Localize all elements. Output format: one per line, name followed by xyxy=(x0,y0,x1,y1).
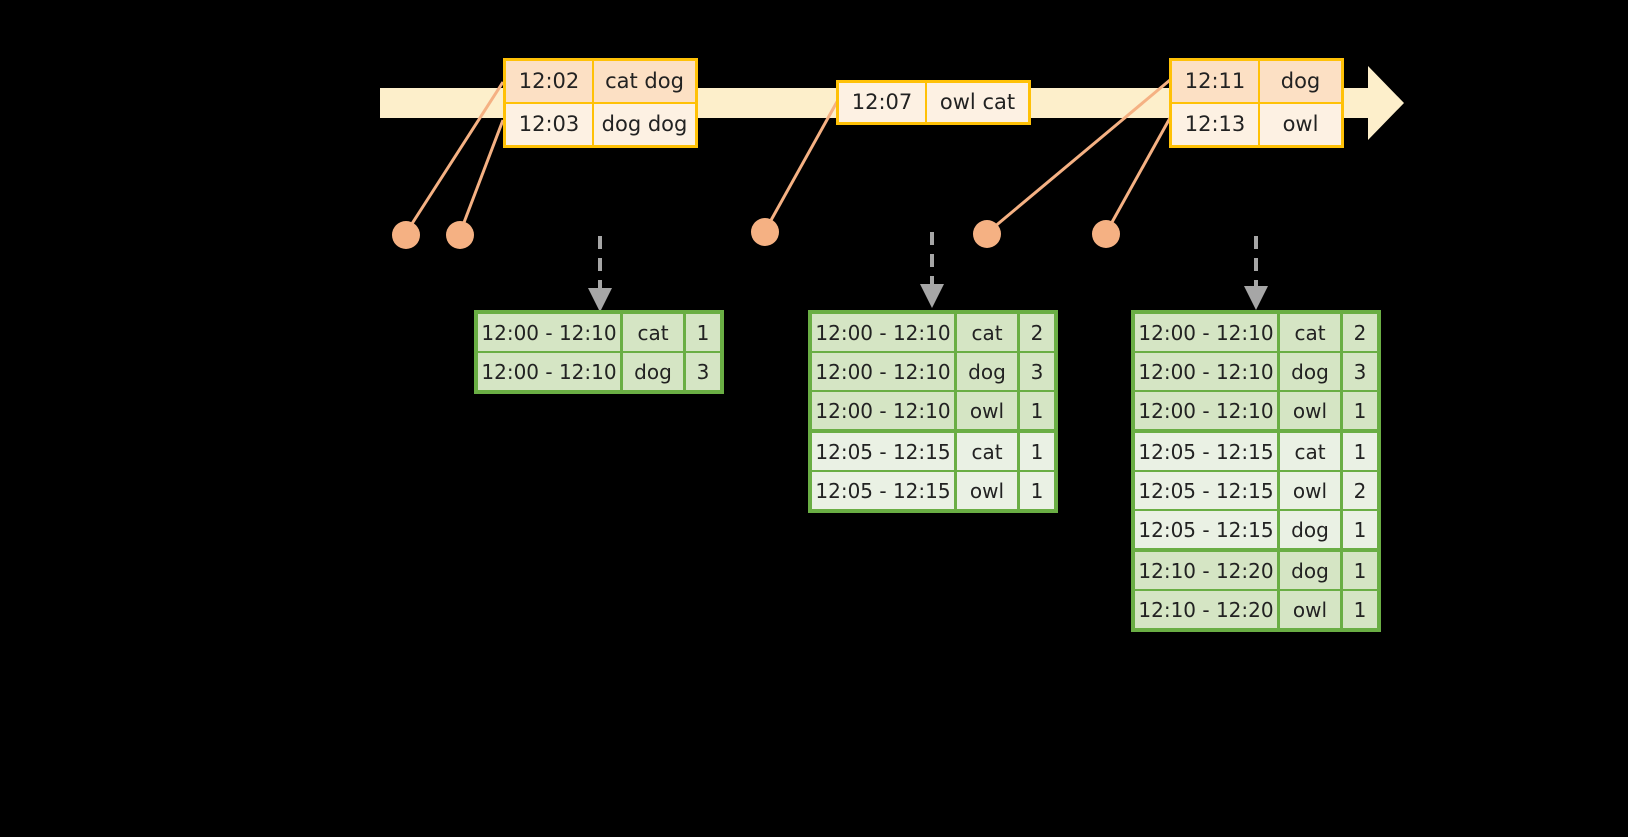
cell-count: 1 xyxy=(1343,591,1377,628)
connector-line-1 xyxy=(404,81,505,234)
connector-line-5 xyxy=(1104,117,1172,234)
cell-count: 2 xyxy=(1343,472,1377,509)
cell-count: 1 xyxy=(1343,433,1377,470)
cell-window: 12:05 - 12:15 xyxy=(1135,472,1280,509)
event-dot-3 xyxy=(751,218,779,246)
cell-key: cat xyxy=(1280,314,1343,351)
cell-key: cat xyxy=(1280,433,1343,470)
event-time: 12:02 xyxy=(506,61,594,102)
timeline-arrowhead xyxy=(1368,66,1404,140)
cell-count: 1 xyxy=(1020,392,1054,429)
cell-key: cat xyxy=(623,314,686,351)
event-time: 12:11 xyxy=(1172,61,1260,102)
event-time: 12:03 xyxy=(506,104,594,145)
event-words: cat dog xyxy=(594,61,695,102)
cell-key: owl xyxy=(957,392,1020,429)
cell-key: dog xyxy=(1280,353,1343,390)
cell-key: dog xyxy=(623,353,686,390)
cell-count: 1 xyxy=(1343,552,1377,589)
event-row[interactable]: 12:03 dog dog xyxy=(506,102,695,145)
cell-key: owl xyxy=(1280,392,1343,429)
cell-key: owl xyxy=(1280,591,1343,628)
event-dot-4 xyxy=(973,220,1001,248)
emit-arrow-head-2 xyxy=(920,284,944,308)
cell-count: 1 xyxy=(686,314,720,351)
event-words: dog xyxy=(1260,61,1341,102)
cell-key: owl xyxy=(957,472,1020,509)
event-row[interactable]: 12:11 dog xyxy=(1172,61,1341,102)
cell-count: 2 xyxy=(1343,314,1377,351)
event-group-1[interactable]: 12:02 cat dog 12:03 dog dog xyxy=(503,58,698,148)
cell-window: 12:10 - 12:20 xyxy=(1135,591,1280,628)
cell-count: 1 xyxy=(1343,511,1377,548)
cell-window: 12:00 - 12:10 xyxy=(478,353,623,390)
event-dot-2 xyxy=(446,221,474,249)
emit-arrow-head-1 xyxy=(588,288,612,312)
event-group-2[interactable]: 12:07 owl cat xyxy=(836,80,1031,125)
cell-key: dog xyxy=(1280,552,1343,589)
event-dot-5 xyxy=(1092,220,1120,248)
cell-count: 1 xyxy=(1343,392,1377,429)
emit-arrows xyxy=(598,232,1258,290)
event-words: owl xyxy=(1260,104,1341,145)
cell-window: 12:05 - 12:15 xyxy=(812,433,957,470)
cell-key: dog xyxy=(1280,511,1343,548)
cell-key: owl xyxy=(1280,472,1343,509)
cell-window: 12:05 - 12:15 xyxy=(812,472,957,509)
cell-count: 3 xyxy=(686,353,720,390)
cell-count: 1 xyxy=(1020,472,1054,509)
event-time: 12:13 xyxy=(1172,104,1260,145)
cell-window: 12:05 - 12:15 xyxy=(1135,433,1280,470)
cell-window: 12:00 - 12:10 xyxy=(1135,392,1280,429)
event-row[interactable]: 12:07 owl cat xyxy=(839,83,1028,122)
event-row[interactable]: 12:02 cat dog xyxy=(506,61,695,102)
cell-key: dog xyxy=(957,353,1020,390)
cell-count: 1 xyxy=(1020,433,1054,470)
cell-count: 3 xyxy=(1343,353,1377,390)
event-words: dog dog xyxy=(594,104,695,145)
cell-window: 12:00 - 12:10 xyxy=(1135,314,1280,351)
cell-count: 3 xyxy=(1020,353,1054,390)
cell-key: cat xyxy=(957,433,1020,470)
cell-window: 12:10 - 12:20 xyxy=(1135,552,1280,589)
event-dot-1 xyxy=(392,221,420,249)
event-time: 12:07 xyxy=(839,83,927,122)
cell-window: 12:00 - 12:10 xyxy=(1135,353,1280,390)
cell-count: 2 xyxy=(1020,314,1054,351)
event-words: owl cat xyxy=(927,83,1028,122)
event-row[interactable]: 12:13 owl xyxy=(1172,102,1341,145)
emit-arrow-head-3 xyxy=(1244,286,1268,310)
cell-key: cat xyxy=(957,314,1020,351)
cell-window: 12:00 - 12:10 xyxy=(812,314,957,351)
connector-line-2 xyxy=(458,119,505,234)
event-group-3[interactable]: 12:11 dog 12:13 owl xyxy=(1169,58,1344,148)
cell-window: 12:00 - 12:10 xyxy=(478,314,623,351)
cell-window: 12:05 - 12:15 xyxy=(1135,511,1280,548)
cell-window: 12:00 - 12:10 xyxy=(812,392,957,429)
cell-window: 12:00 - 12:10 xyxy=(812,353,957,390)
connector-line-3 xyxy=(763,99,840,232)
